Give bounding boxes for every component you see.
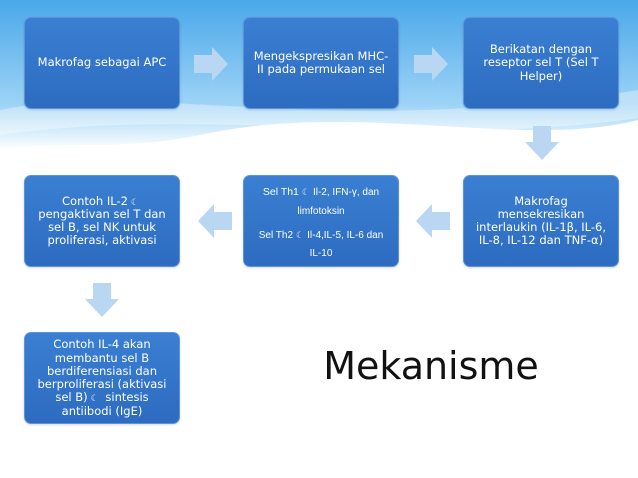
arrow-left-icon	[198, 204, 232, 238]
box-interleukin: Makrofag mensekresikan interlaukin (IL-1…	[463, 175, 619, 267]
box-apc-text: Makrofag sebagai APC	[37, 55, 167, 70]
arrow-left-icon	[416, 204, 450, 238]
box-mhc-text: Mengekspresikan MHC-II pada permukaan se…	[253, 48, 389, 76]
moon-icon: ☾	[301, 188, 310, 199]
arrow-down-icon	[85, 283, 119, 317]
th2-line: Sel Th2☾Il-4,IL-5, IL-6 dan IL-10	[252, 224, 390, 261]
box-il4-text-a: Contoh IL-4 akan membantu sel B berdifer…	[37, 337, 167, 405]
box-il2: Contoh IL-2☾ pengaktivan sel T dan sel B…	[24, 175, 180, 267]
box-mhc: Mengekspresikan MHC-II pada permukaan se…	[243, 17, 399, 109]
box-receptor-text: Berikatan dengan reseptor sel T (Sel T H…	[483, 42, 599, 83]
th1-line: Sel Th1☾Il-2, IFN-γ, dan limfotoksin	[252, 181, 390, 218]
moon-icon: ☾	[130, 197, 139, 208]
arrow-right-icon	[194, 47, 228, 81]
th1-text: Il-2, IFN-γ, dan limfotoksin	[297, 187, 380, 217]
box-interleukin-text: Makrofag mensekresikan interlaukin (IL-1…	[475, 193, 607, 248]
arrow-down-icon	[525, 126, 559, 160]
box-il4-content: Contoh IL-4 akan membantu sel B berdifer…	[33, 337, 171, 418]
box-apc: Makrofag sebagai APC	[24, 17, 180, 109]
box-receptor: Berikatan dengan reseptor sel T (Sel T H…	[463, 17, 619, 109]
moon-icon: ☾	[90, 394, 99, 405]
box-il2-content: Contoh IL-2☾ pengaktivan sel T dan sel B…	[33, 193, 171, 248]
slide-title: Mekanisme	[323, 344, 539, 388]
box-th: Sel Th1☾Il-2, IFN-γ, dan limfotoksin Sel…	[243, 175, 399, 267]
th1-label: Sel Th1	[262, 186, 299, 199]
box-il2-label: Contoh IL-2	[62, 193, 128, 208]
th2-label: Sel Th2	[258, 230, 294, 241]
box-il2-text: pengaktivan sel T dan sel B, sel NK untu…	[38, 206, 166, 248]
box-il4-text-b: sintesis antiibodi (IgE)	[61, 390, 149, 418]
arrow-right-icon	[414, 47, 448, 81]
box-il4: Contoh IL-4 akan membantu sel B berdifer…	[24, 332, 180, 424]
moon-icon: ☾	[296, 231, 305, 241]
th2-text: Il-4,IL-5, IL-6 dan IL-10	[307, 230, 384, 260]
